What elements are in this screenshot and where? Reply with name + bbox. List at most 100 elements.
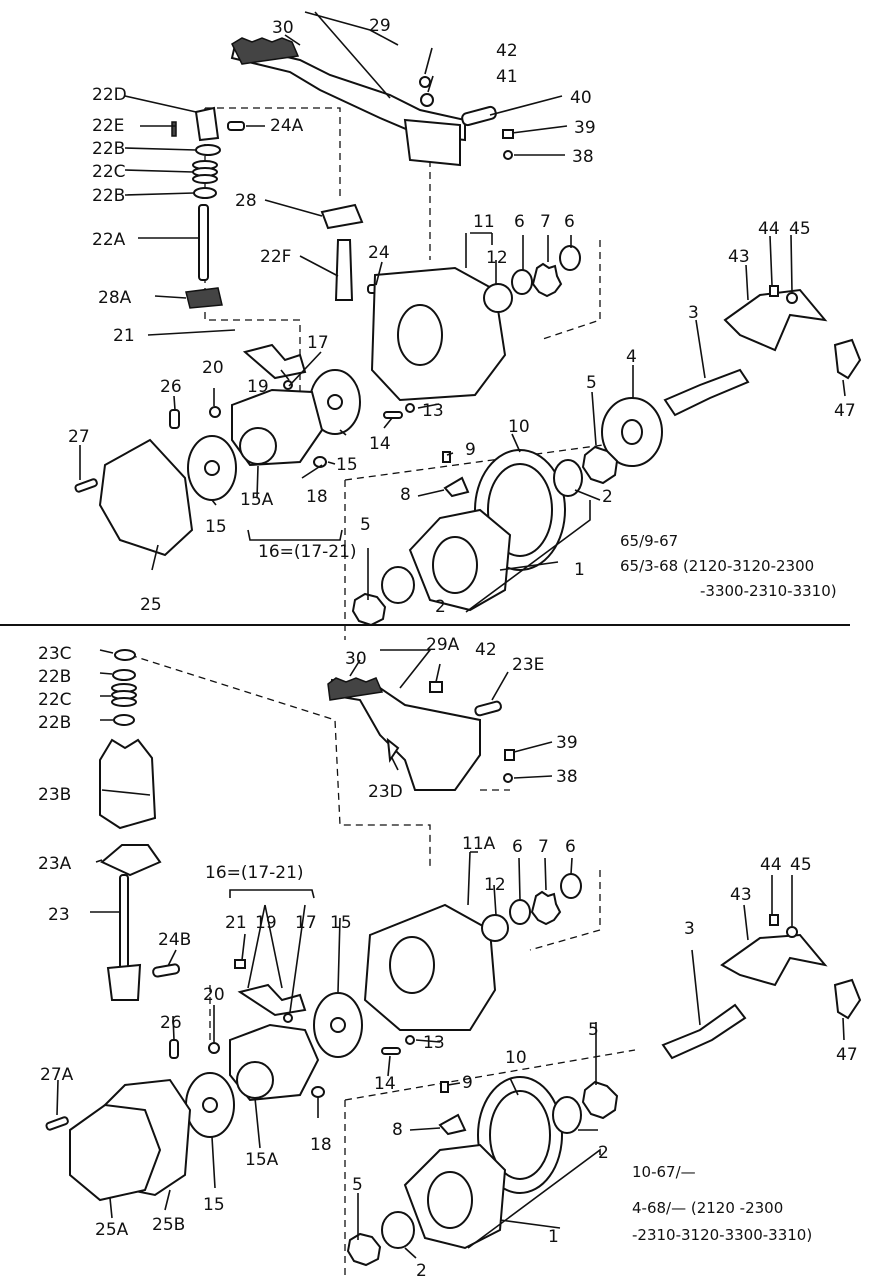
label-47: 47 — [834, 401, 856, 421]
label-lower-5b: 5 — [352, 1175, 363, 1195]
label-23: 23 — [48, 905, 70, 925]
label-22F: 22F — [260, 247, 291, 267]
part-26-shape — [169, 409, 180, 429]
label-lower-19: 19 — [255, 913, 277, 933]
part-5-upper-shape — [581, 445, 619, 485]
part-5-lower-left-shape — [346, 1232, 382, 1267]
detent-spring-stack — [171, 106, 245, 309]
lower-date-note: 10-67/— 4-68/— (2120 -2300 -2310-3120-33… — [632, 1163, 812, 1244]
upper-note-line-2: 65/3-68 (2120-3120-2300 — [620, 557, 814, 575]
part-27-shape — [74, 478, 98, 493]
label-29A: 29A — [426, 635, 460, 655]
front-cover — [98, 438, 194, 557]
lower-note-line-1: 10-67/— — [632, 1163, 696, 1181]
label-15A: 15A — [240, 490, 274, 510]
lower-part-labels: 23C 22B 22C 22B 23B 23A 23 24B 30 29A 42… — [38, 635, 858, 1281]
label-11A: 11A — [462, 834, 496, 854]
label-19: 19 — [247, 377, 269, 397]
part-47-lower-shape — [833, 978, 862, 1020]
part-9-lower-shape — [440, 1081, 449, 1093]
part-38-shape — [503, 150, 513, 160]
label-2b: 2 — [435, 597, 446, 617]
part-18-lower-shape — [311, 1086, 325, 1098]
label-lower-10: 10 — [505, 1048, 527, 1068]
pump-drive-gear — [239, 427, 277, 465]
label-14: 14 — [369, 434, 391, 454]
label-21: 21 — [113, 326, 135, 346]
label-40: 40 — [570, 88, 592, 108]
label-10: 10 — [508, 417, 530, 437]
part-41-shape — [420, 93, 434, 107]
label-22E: 22E — [92, 116, 124, 136]
upper-assembly: 30 29 42 41 40 39 38 22D 22E 24A 22B 22C… — [68, 11, 862, 640]
label-26: 26 — [160, 377, 182, 397]
label-24: 24 — [368, 243, 390, 263]
part-13-shape — [405, 403, 415, 413]
label-lower-38: 38 — [556, 767, 578, 787]
label-16: 16=(17-21) — [258, 542, 357, 562]
label-41: 41 — [496, 67, 518, 87]
part-26-lower-shape — [169, 1039, 179, 1059]
label-lower-15b: 15 — [203, 1195, 225, 1215]
label-lower-47: 47 — [836, 1045, 858, 1065]
label-9: 9 — [465, 440, 476, 460]
part-8-lower-shape — [438, 1113, 467, 1136]
label-22C: 22C — [92, 162, 126, 182]
part-14-shape — [383, 411, 403, 419]
part-45-lower-shape — [786, 926, 798, 938]
part-17-lower-shape — [283, 1013, 293, 1023]
label-22B-top: 22B — [92, 139, 125, 159]
part-5-lower-right-shape — [581, 1080, 619, 1120]
part-5-lower-shape — [351, 592, 387, 627]
part-19-shape — [242, 343, 307, 380]
label-lower-26: 26 — [160, 1013, 182, 1033]
part-25A-shape — [69, 1103, 162, 1202]
lower-output-shaft — [661, 1003, 747, 1060]
part-44-shape — [769, 285, 779, 297]
seal-2-right — [553, 459, 583, 497]
label-12: 12 — [486, 248, 508, 268]
label-1: 1 — [574, 560, 585, 580]
label-lower-7: 7 — [538, 837, 549, 857]
label-lower-21: 21 — [225, 913, 247, 933]
lower-spring-stack — [99, 649, 181, 1001]
part-8-shape — [443, 476, 470, 498]
output-shaft — [663, 368, 750, 417]
label-lower-39: 39 — [556, 733, 578, 753]
label-lower-6a: 6 — [512, 837, 523, 857]
part-17-shape — [283, 380, 293, 390]
upper-part-labels: 30 29 42 41 40 39 38 22D 22E 24A 22B 22C… — [68, 16, 856, 617]
part-9-shape — [442, 451, 451, 463]
housing-bore — [397, 304, 443, 366]
label-lower-44: 44 — [760, 855, 782, 875]
part-40-shape — [461, 105, 497, 127]
label-lower-13: 13 — [423, 1033, 445, 1053]
lower-dashed-outline — [129, 654, 636, 1280]
part-47-shape — [833, 338, 862, 380]
label-45: 45 — [789, 219, 811, 239]
label-lower-43: 43 — [730, 885, 752, 905]
label-23B: 23B — [38, 785, 71, 805]
part-43-lower-shape — [720, 933, 828, 987]
part-45-shape — [786, 292, 798, 304]
label-lower-15a: 15 — [330, 913, 352, 933]
lower-shift-lever — [328, 678, 481, 791]
lower-note-line-2: 4-68/— (2120 -2300 — [632, 1199, 783, 1217]
label-24A: 24A — [270, 116, 304, 136]
label-43: 43 — [728, 247, 750, 267]
label-lower-16: 16=(17-21) — [205, 863, 304, 883]
part-20-shape — [209, 406, 221, 418]
part-44-lower-shape — [769, 914, 779, 926]
label-7: 7 — [540, 212, 551, 232]
part-23-shape — [119, 874, 129, 971]
part-27A-shape — [45, 1116, 69, 1131]
part-23E-shape — [474, 700, 502, 717]
part-23D-shape — [386, 737, 400, 763]
label-25A: 25A — [95, 1220, 129, 1240]
label-lower-12: 12 — [484, 875, 506, 895]
label-4: 4 — [626, 347, 637, 367]
part-23B-shape — [99, 738, 157, 830]
lower-seal-2-right — [552, 1096, 582, 1134]
label-lower-6b: 6 — [565, 837, 576, 857]
label-lower-5a: 5 — [588, 1020, 599, 1040]
